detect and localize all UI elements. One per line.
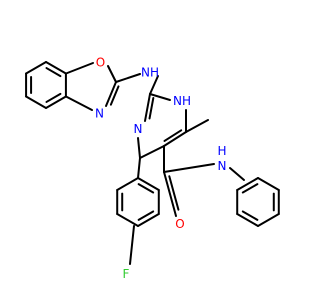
pyrimidine-bond (149, 93, 171, 101)
amide-bond (163, 163, 215, 173)
phenyl-double-bond (241, 210, 259, 221)
fluorophenyl-bond (116, 177, 139, 191)
pyrimidine-c2n3-bond (144, 93, 151, 122)
atom-labels: O N NH NH N O N H F (95, 56, 227, 282)
pyrimidine-c5c6-bond-double (163, 129, 183, 142)
pyrimidine-c5c6-bond (163, 131, 187, 147)
atom-ring-nh: NH (173, 94, 191, 108)
aryl-bond (137, 157, 141, 179)
pyrimidine-bond (137, 137, 141, 159)
oxazole-cn-bond (105, 81, 117, 107)
phenyl-bond (236, 177, 259, 191)
phenyl-bond (257, 213, 280, 227)
pyrimidine-bond (139, 145, 165, 159)
oxazole-bond (107, 65, 117, 83)
phenyl-double-bond (241, 183, 259, 194)
cf-bond (129, 225, 135, 265)
amide-co-bond (163, 171, 177, 217)
oxazole-bond (65, 95, 93, 111)
fluorophenyl-double-bond (137, 183, 155, 194)
atom-benzoxazole-oxygen: O (96, 56, 105, 70)
oxazole-bond (65, 62, 94, 75)
amine-bond (149, 75, 159, 95)
benzoxazole-benzene-bond (45, 61, 67, 75)
oxazole-cn-bond-double (109, 85, 120, 106)
atom-amide-oxygen: O (175, 217, 184, 231)
fluorophenyl-bond (116, 213, 139, 227)
atom-fluorine: F (123, 267, 130, 281)
phenyl-bond (236, 213, 259, 227)
benzoxazole-benzene-double-bond (45, 67, 62, 78)
atom-amide-nitrogen: N (218, 159, 227, 173)
pyrimidine-c2n3-bond-double (148, 96, 155, 120)
benzoxazole-benzene-bond (45, 95, 67, 109)
benzoxazole-benzene-bond (25, 61, 47, 75)
molecule-structure: O N NH NH N O N H F (25, 56, 280, 282)
phenyl-bond (257, 177, 280, 191)
fluorophenyl-bond (137, 213, 160, 227)
bond-lines (25, 61, 280, 265)
fluorophenyl-bond (137, 177, 160, 191)
atom-amine-nh: NH (141, 66, 159, 80)
amide-co-bond-double (168, 175, 180, 211)
methyl-bond (185, 119, 209, 133)
fluorophenyl-double-bond (137, 210, 155, 221)
benzoxazole-benzene-double-bond (45, 92, 62, 103)
amine-bond (115, 73, 141, 83)
atom-amide-hydrogen: H (217, 144, 226, 158)
atom-ring-nitrogen: N (134, 122, 143, 136)
amide-bond (229, 167, 245, 181)
benzoxazole-benzene-bond (25, 95, 47, 109)
atom-benzoxazole-nitrogen: N (95, 107, 104, 121)
